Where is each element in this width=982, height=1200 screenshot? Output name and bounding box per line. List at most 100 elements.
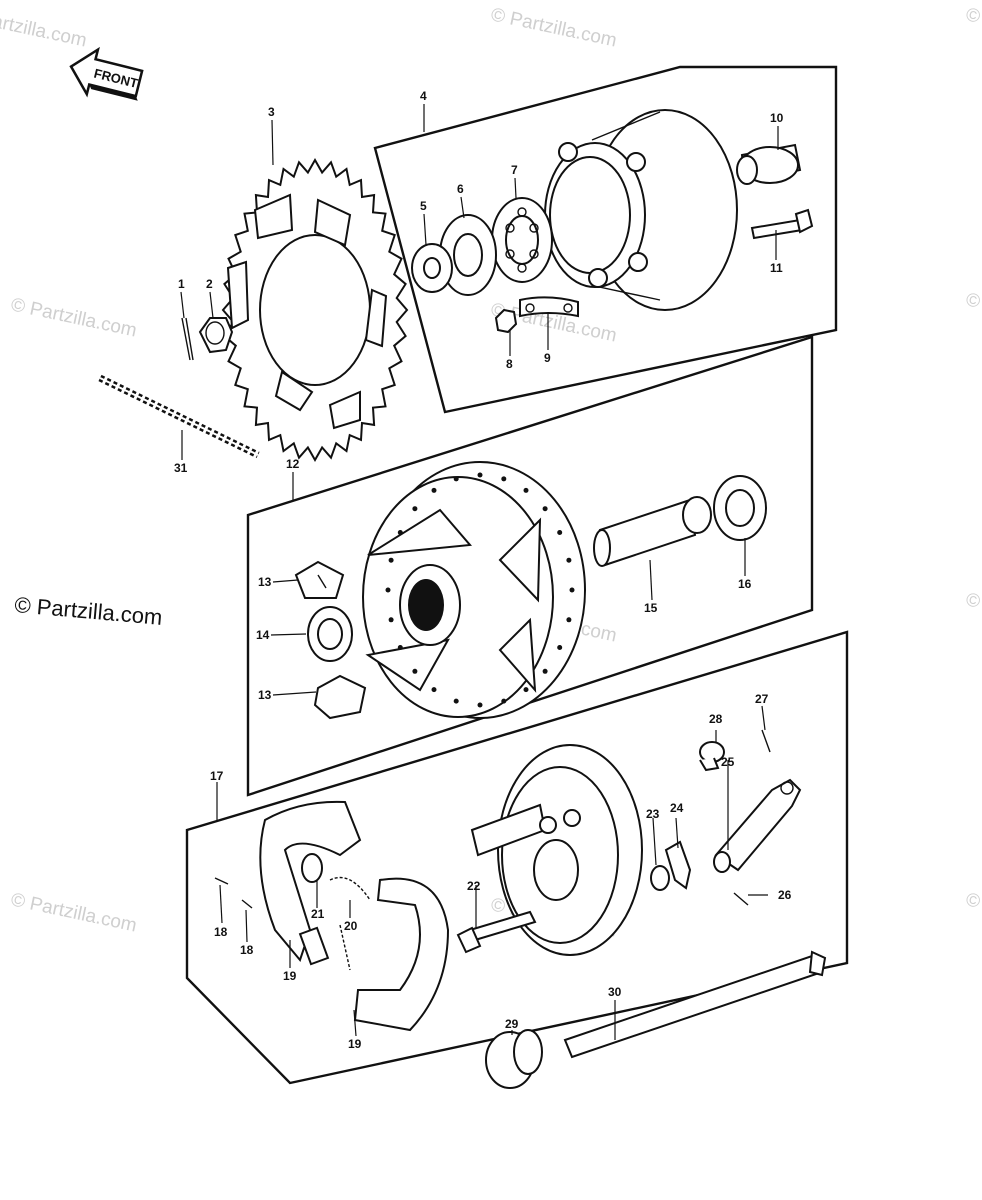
callout-6: 6 (457, 182, 464, 196)
callout-9: 9 (544, 351, 551, 365)
spoke-hole (523, 687, 529, 693)
callout-27: 27 (755, 692, 769, 706)
spoke-hole (566, 617, 572, 623)
callout-13b: 13 (258, 688, 272, 702)
brake-shoe-19a (259, 800, 362, 966)
bearing-16 (713, 475, 767, 541)
callout-11: 11 (770, 261, 783, 275)
callout-31: 31 (174, 461, 188, 475)
axle-sleeve-15 (593, 496, 712, 567)
washer-23 (650, 865, 670, 891)
collar-28 (699, 741, 725, 772)
pins-18 (214, 877, 253, 909)
callout-5: 5 (420, 199, 427, 213)
callout-labels: 1 2 3 4 5 6 7 8 9 10 11 12 13 14 13 15 1… (174, 89, 792, 1051)
cotter-27 (761, 729, 771, 753)
faint-watermark: © Partzilla.com (9, 889, 139, 936)
spoke-hole (542, 668, 548, 674)
spoke-hole (388, 617, 394, 623)
spoke-hole (569, 587, 575, 593)
callout-18a: 18 (214, 925, 228, 939)
brake-arm-25 (713, 778, 802, 873)
collar-10 (736, 143, 802, 185)
sprocket-hub (544, 109, 738, 311)
callout-19b: 19 (348, 1037, 362, 1051)
callout-1: 1 (178, 277, 185, 291)
callout-22: 22 (467, 879, 481, 893)
spoke-hole (566, 557, 572, 563)
damper-13b (313, 674, 367, 720)
spoke-hole (412, 668, 418, 674)
spoke-hole (453, 476, 459, 482)
sprocket (221, 157, 409, 463)
callout-15: 15 (644, 601, 658, 615)
spoke-hole (501, 698, 507, 704)
callout-16: 16 (738, 577, 752, 591)
bolt-11 (750, 208, 814, 240)
spring-20 (329, 876, 371, 971)
brake-panel (185, 630, 849, 1085)
hub-parts-panel (373, 65, 838, 414)
callout-30: 30 (608, 985, 622, 999)
callout-3: 3 (268, 105, 275, 119)
brake-shoe-19b (353, 877, 450, 1032)
callout-2: 2 (206, 277, 213, 291)
damper-13a (294, 560, 345, 599)
lock-plate-9 (519, 296, 579, 318)
callout-4: 4 (420, 89, 427, 103)
wheel-hub-panel (246, 335, 814, 797)
spoke-hole (397, 530, 403, 535)
callout-19a: 19 (283, 969, 297, 983)
axle-30 (563, 950, 827, 1059)
cotter-pin (181, 317, 194, 361)
callout-20: 20 (344, 919, 358, 933)
callout-13a: 13 (258, 575, 272, 589)
faint-watermark: © Partzilla.com (964, 589, 982, 636)
oil-seal-6 (439, 214, 497, 296)
front-arrow-badge: FRONT (69, 46, 144, 101)
washer-21 (301, 853, 323, 883)
callout-10: 10 (770, 111, 784, 125)
callout-18b: 18 (240, 943, 254, 957)
callout-23: 23 (646, 807, 660, 821)
callout-14: 14 (256, 628, 270, 642)
callout-24: 24 (670, 801, 684, 815)
spoke-hole (477, 472, 483, 478)
callout-29: 29 (505, 1017, 519, 1031)
spoke-hole (431, 487, 437, 493)
brake-panel-assembly (470, 744, 643, 956)
spoke-hole (542, 506, 548, 512)
spoke-hole (388, 557, 394, 563)
bearing-14 (307, 606, 353, 662)
bolt-26 (733, 892, 749, 906)
nut-8 (494, 308, 518, 334)
callout-12: 12 (286, 457, 300, 471)
spoke-hole (557, 530, 563, 535)
faint-watermark: © Partzilla.com (9, 294, 139, 341)
spoke-hole (412, 506, 418, 512)
partzilla-watermark: © Partzilla.com (14, 592, 164, 630)
faint-watermark: © Partzilla.com (964, 889, 982, 936)
spoke-hole (385, 587, 391, 593)
faint-watermark: © Partzilla.com (0, 4, 89, 51)
callout-17: 17 (210, 769, 224, 783)
spoke-hole (431, 687, 437, 693)
spoke-hole (453, 698, 459, 704)
spoke-hole (477, 702, 483, 708)
spoke-hole (501, 476, 507, 482)
spacer-5 (411, 243, 453, 293)
sprocket-nut (198, 317, 234, 354)
spoke-hole (397, 645, 403, 650)
collar-29 (485, 1029, 543, 1089)
faint-watermark: © Partzilla.com (964, 4, 982, 51)
callout-21: 21 (311, 907, 325, 921)
faint-watermark: © Partzilla.com (489, 4, 619, 51)
callout-25: 25 (721, 755, 735, 769)
callout-28: 28 (709, 712, 723, 726)
cam-shaft-22 (456, 910, 537, 954)
wheel-hub (362, 461, 586, 719)
bearing-7 (491, 197, 553, 283)
callout-7: 7 (511, 163, 518, 177)
callout-8: 8 (506, 357, 513, 371)
